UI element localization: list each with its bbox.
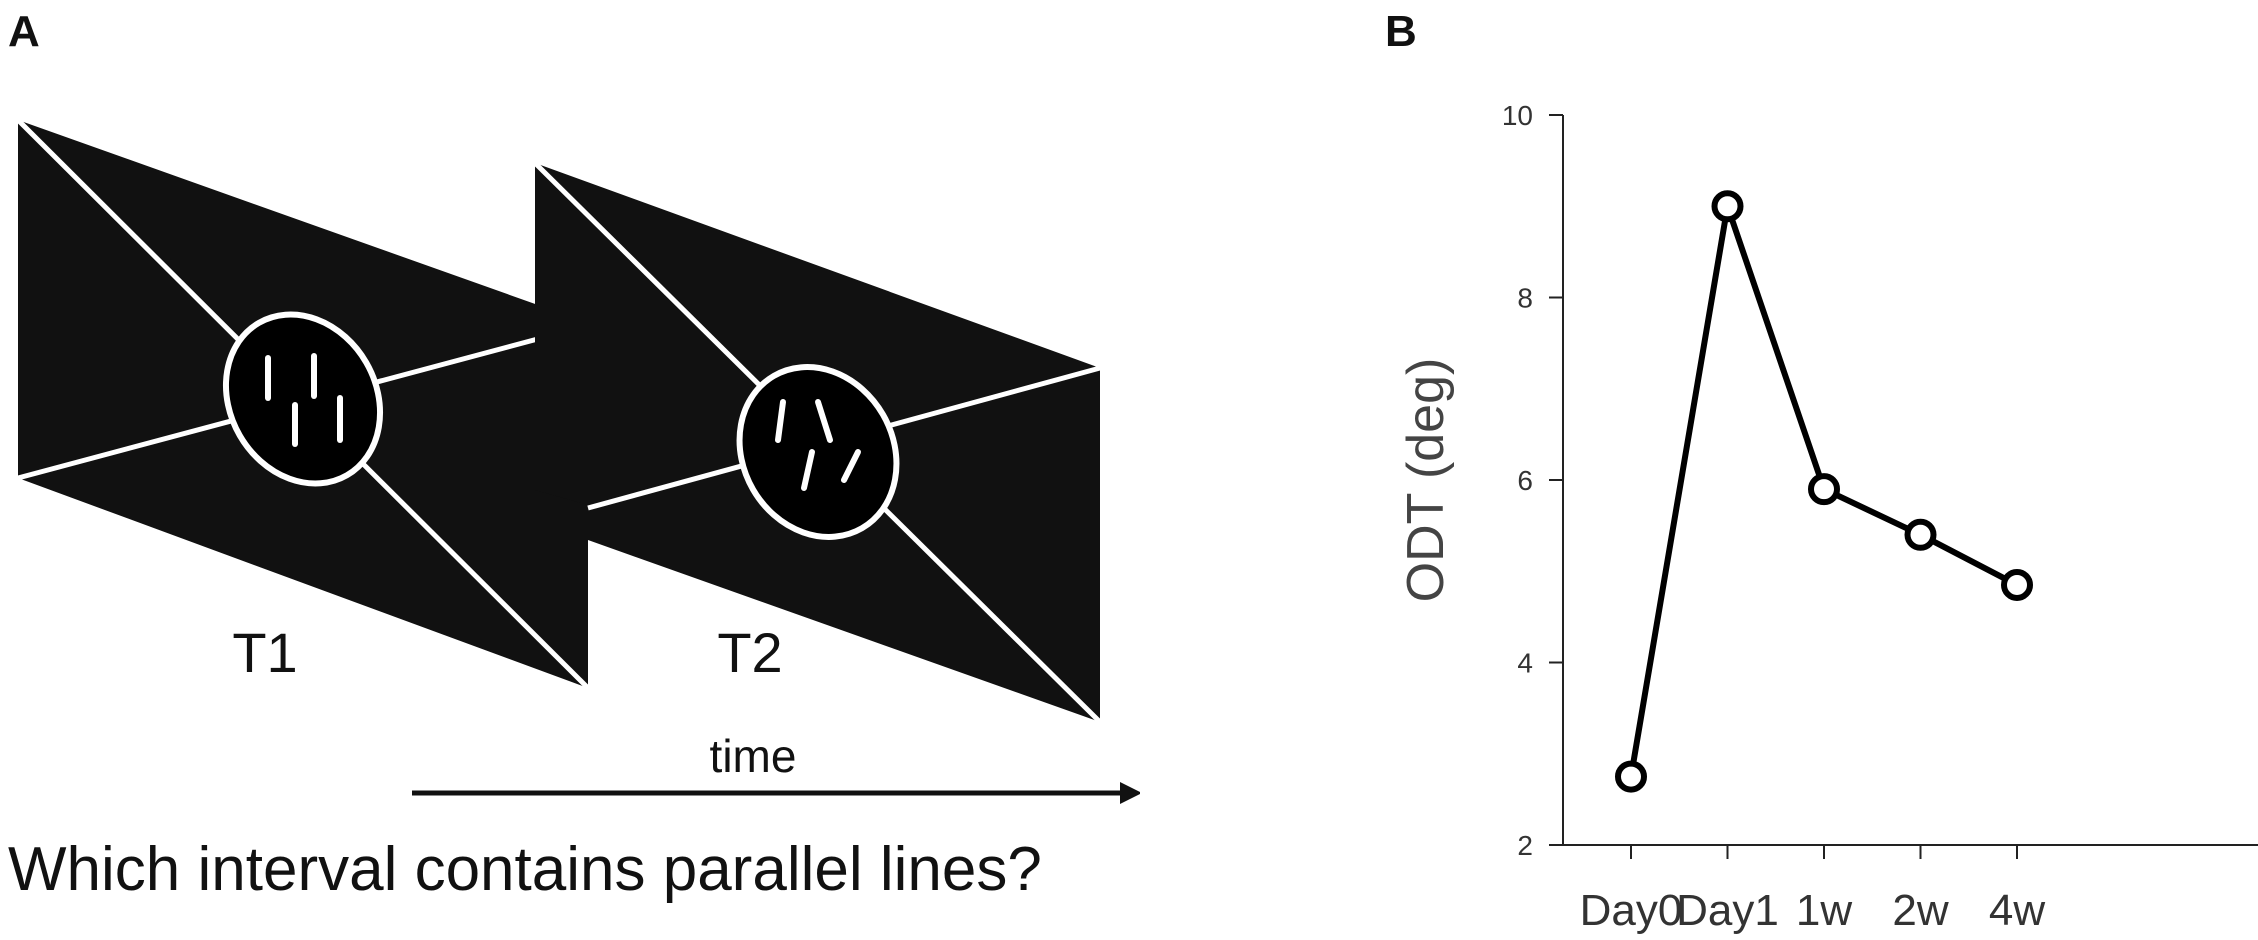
t2-screen: [533, 161, 1102, 724]
y-tick-label: 2: [1517, 830, 1533, 861]
data-point: [1808, 473, 1840, 506]
data-point: [2001, 568, 2033, 601]
t2-aperture: [736, 364, 900, 540]
time-label: time: [710, 730, 797, 782]
time-arrow: [412, 782, 1140, 804]
data-point: [1615, 760, 1647, 793]
x-tick-label: 1w: [1796, 886, 1852, 935]
y-axis: 2 4 6 8 10: [1502, 100, 1564, 861]
y-tick-label: 4: [1517, 648, 1533, 679]
x-tick-label: Day1: [1676, 886, 1779, 935]
t1-screen: [16, 118, 591, 690]
data-point: [1904, 518, 1937, 551]
stimulus-diagram: T1 T2 time Which interval contains paral…: [8, 118, 1140, 904]
y-axis-title: ODT (deg): [1397, 358, 1455, 603]
y-tick-label: 10: [1502, 100, 1533, 131]
y-tick-label: 8: [1517, 283, 1533, 314]
t2-label: T2: [717, 621, 782, 684]
x-tick-label: 4w: [1989, 886, 2045, 935]
panel-b-label: B: [1385, 7, 1417, 56]
t1-parallel-lines: [265, 353, 343, 447]
data-point: [1711, 190, 1744, 223]
question-text: Which interval contains parallel lines?: [8, 835, 1042, 904]
x-tick-label: Day0: [1580, 886, 1683, 935]
y-tick-label: 6: [1517, 465, 1533, 496]
series-odt: [1615, 190, 2033, 793]
t2-oblique-lines: [775, 399, 861, 491]
x-tick-label: 2w: [1892, 886, 1948, 935]
t1-label: T1: [232, 621, 297, 684]
panel-a-label: A: [8, 7, 40, 56]
